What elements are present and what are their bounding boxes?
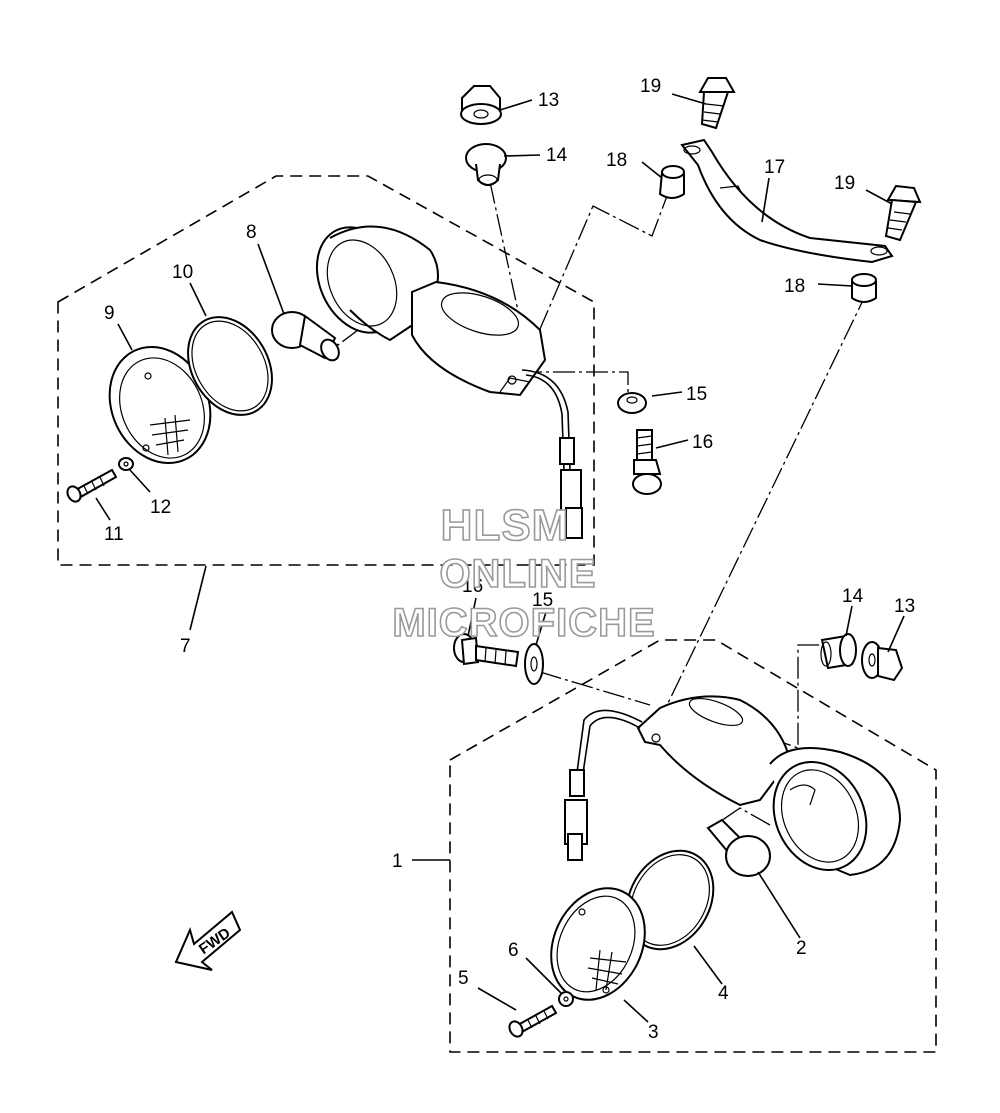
callout-numbers: 13 14 18 19 17 19 18 8 10 9 15 16 12 11 … [104,76,915,1043]
collar-18-upper [658,165,685,199]
callout-15-lower: 15 [532,590,553,611]
rubber-washer-upper [617,392,647,414]
callout-1: 1 [392,851,403,872]
callout-11: 11 [104,524,124,545]
callout-15-upper: 15 [686,384,707,405]
flange-nut-upper [460,85,502,125]
watermark-line-3: MICROFICHE [392,601,655,645]
watermark-line-2: ONLINE [439,552,596,596]
callout-3: 3 [648,1022,659,1043]
bracket-17 [680,138,894,264]
watermark-line-1: HLSM [441,501,570,550]
screw-upper [66,468,118,503]
callout-9: 9 [104,303,115,324]
bolt-lower [453,633,520,668]
watermark: HLSM ONLINE MICROFICHE [392,500,656,646]
wire-connector-upper [521,369,583,539]
signal-housing-lower [636,695,902,877]
wire-connector-lower [564,709,643,861]
lens-lower [550,887,646,1001]
callout-7: 7 [180,636,191,657]
callout-14-lower: 14 [842,586,864,607]
callout-19-left: 19 [640,76,661,97]
gasket-lower [625,849,715,951]
callout-18-lower: 18 [784,276,805,297]
callout-19-right: 19 [834,173,855,194]
bolt-19-left [698,77,736,130]
rubber-washer-lower [524,643,544,685]
callout-10: 10 [172,262,193,283]
flange-nut-lower [861,641,904,682]
callout-14-upper: 14 [546,145,568,166]
callout-5: 5 [458,968,469,989]
washer-upper [118,457,134,471]
callout-13-lower: 13 [894,596,915,617]
collar-upper [465,143,507,186]
signal-housing-upper [315,225,547,397]
screw-lower [508,1004,558,1038]
leader-lines [95,93,905,1023]
washer-lower [558,991,574,1007]
callout-18-upper: 18 [606,150,627,171]
gasket-upper [187,316,273,416]
callout-17: 17 [764,157,785,178]
bolt-upper [632,429,662,495]
callout-16-upper: 16 [692,432,713,453]
callout-8: 8 [246,222,257,243]
forward-arrow-icon: FWD [174,910,242,971]
bolt-19-right [884,184,922,242]
callout-2: 2 [796,938,807,959]
group-outline-lower [449,639,937,1053]
callout-13-upper: 13 [538,90,559,111]
callout-4: 4 [718,983,729,1004]
group-outline-upper [57,175,595,566]
callout-12: 12 [150,497,171,518]
callout-6: 6 [508,940,519,961]
collar-lower [820,633,857,670]
callout-16-lower: 16 [462,576,483,597]
collar-18-lower [851,273,877,303]
assembly-lines [314,181,869,826]
bulb-upper [271,311,340,362]
bulb-lower [706,818,771,877]
